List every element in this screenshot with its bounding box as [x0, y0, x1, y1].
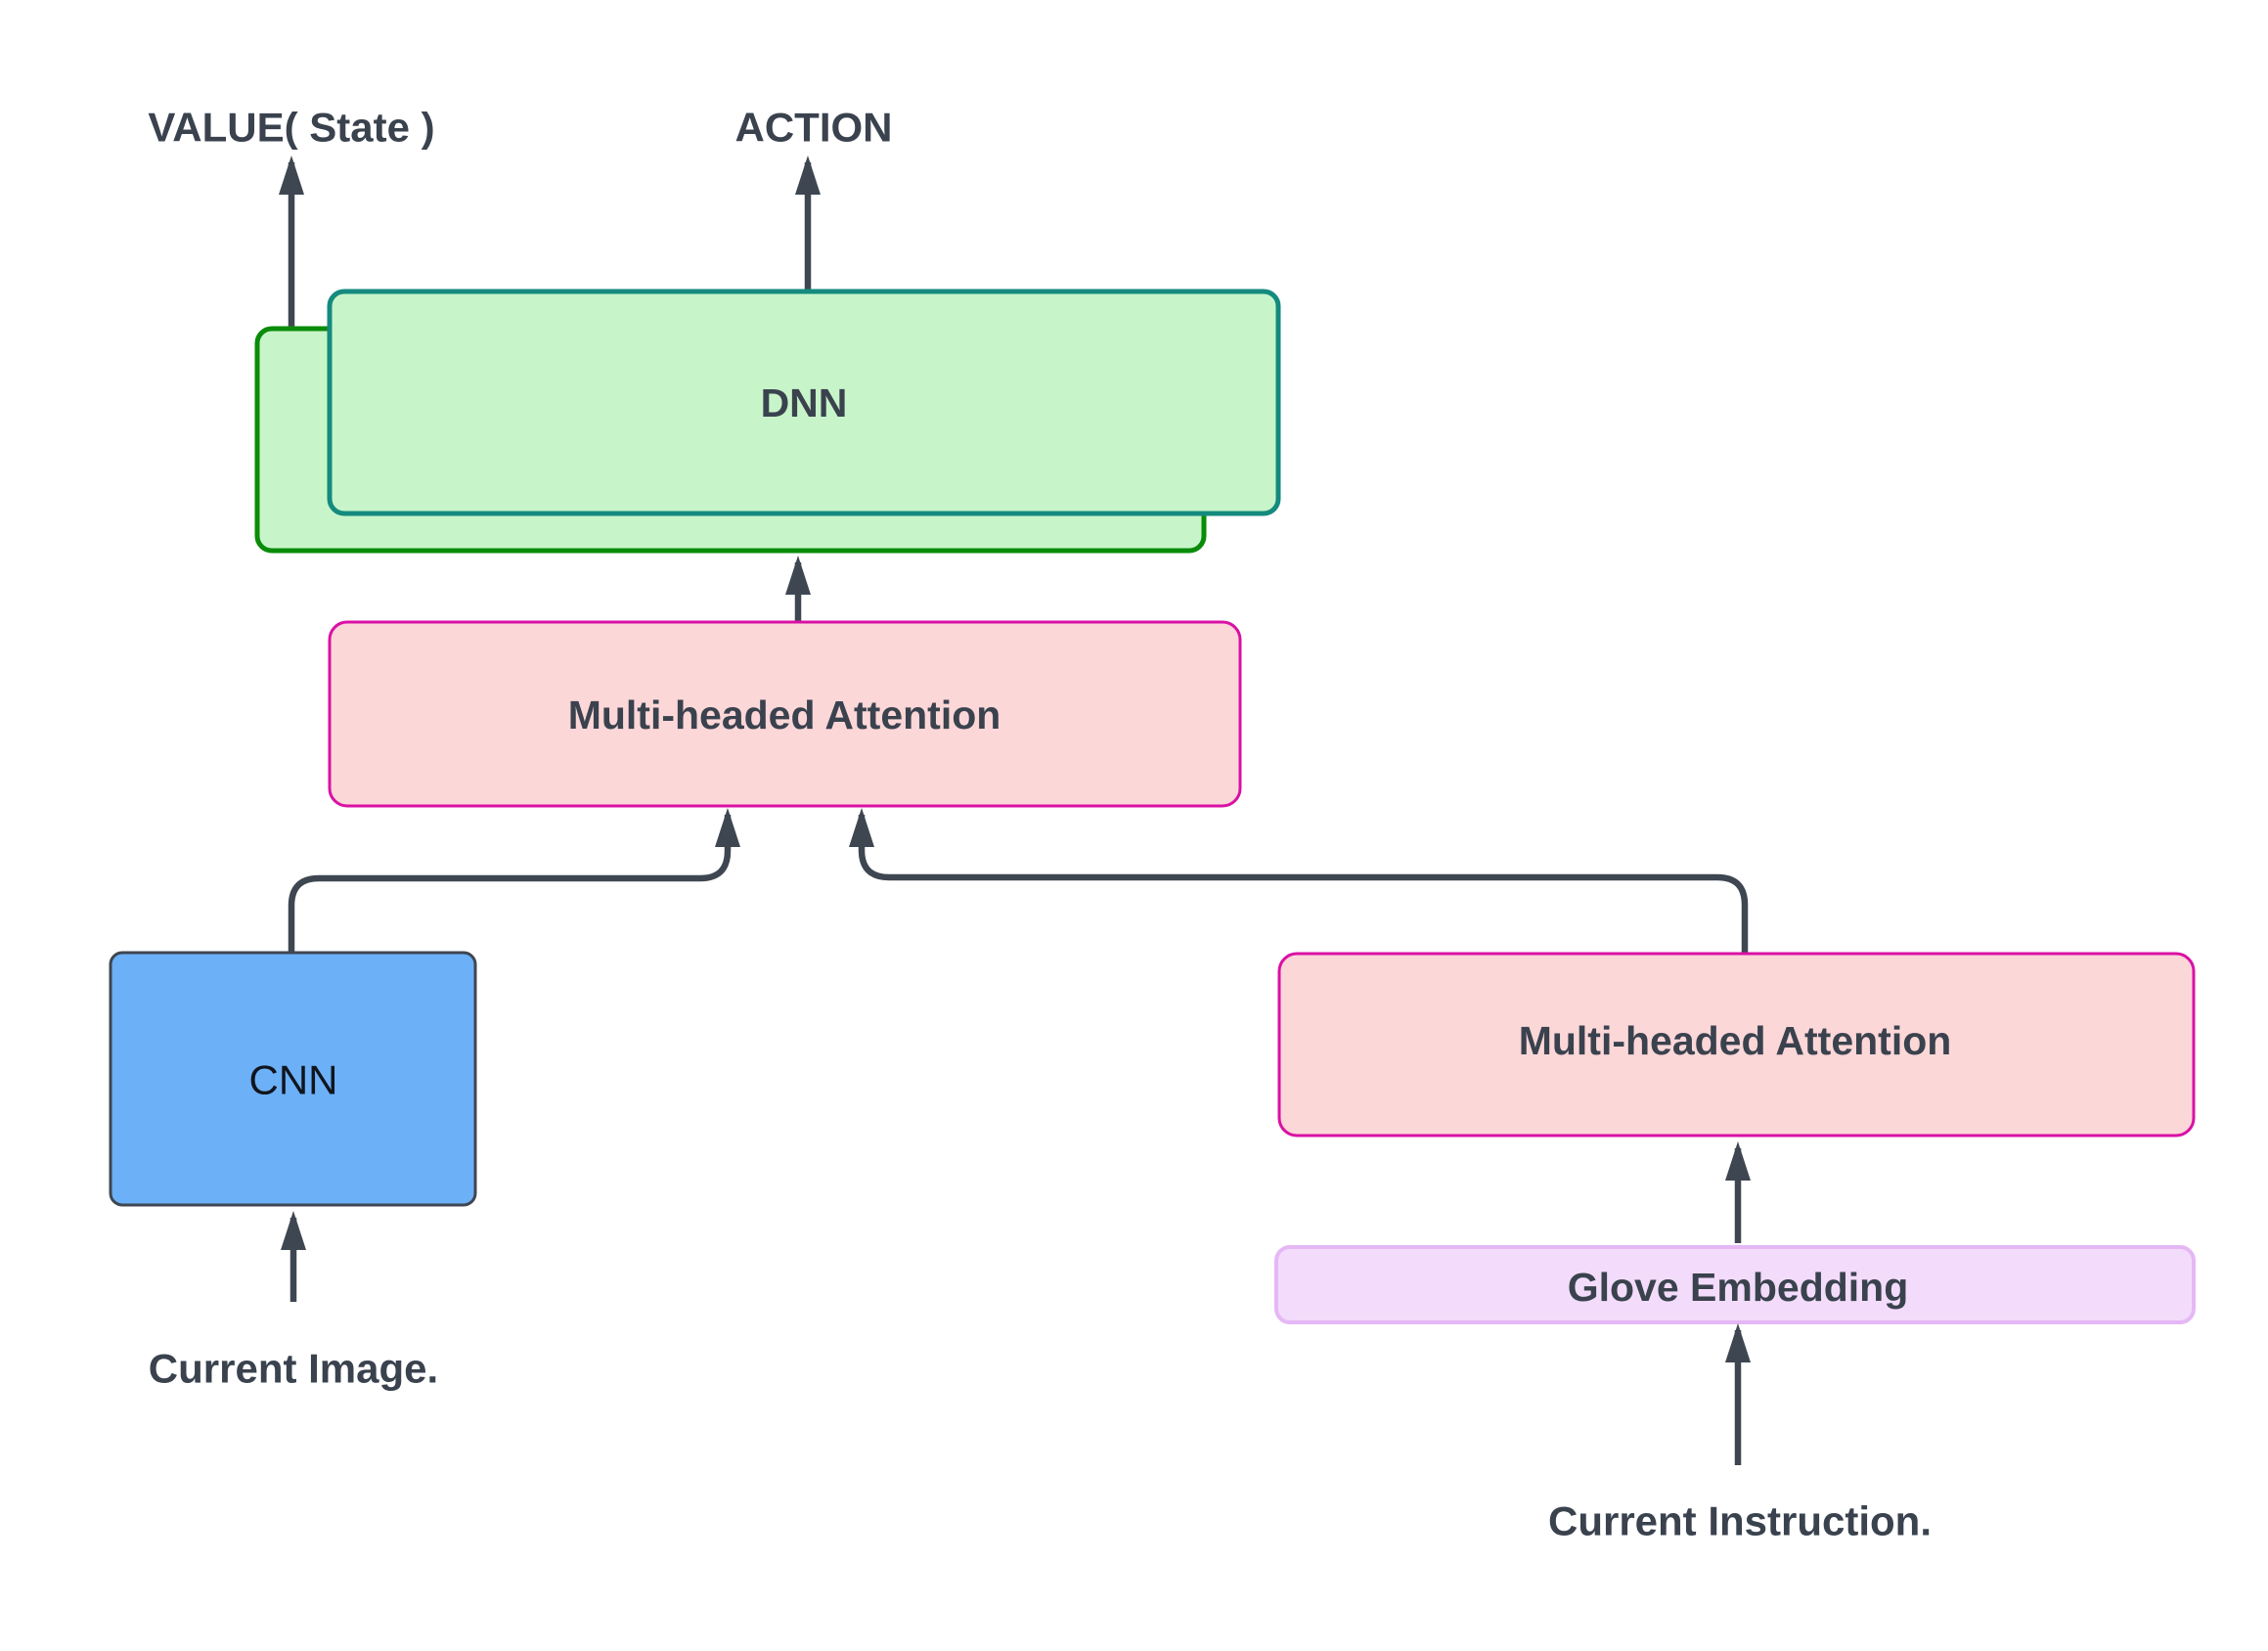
- action-label: ACTION: [735, 105, 893, 151]
- current-instruction-label: Current Instruction.: [1548, 1498, 1932, 1544]
- cnn-node: [109, 951, 477, 1207]
- cnn-label: CNN: [249, 1057, 338, 1103]
- dnn-label: DNN: [761, 380, 848, 425]
- instruction-attention-to-attention-connector: [849, 808, 1749, 954]
- current-image-label: Current Image.: [149, 1346, 438, 1392]
- attention-instruction-node: [1277, 952, 2196, 1138]
- cnn-to-attention-connector: [288, 808, 740, 953]
- attention-main-node: [328, 620, 1242, 808]
- glove-node: [1274, 1245, 2196, 1324]
- glove-label: Glove Embedding: [1568, 1265, 1909, 1310]
- dnn-node: [327, 289, 1281, 516]
- value-state-label: VALUE( State ): [148, 105, 434, 151]
- attention-instruction-label: Multi-headed Attention: [1519, 1018, 1952, 1063]
- attention-main-label: Multi-headed Attention: [568, 692, 1001, 737]
